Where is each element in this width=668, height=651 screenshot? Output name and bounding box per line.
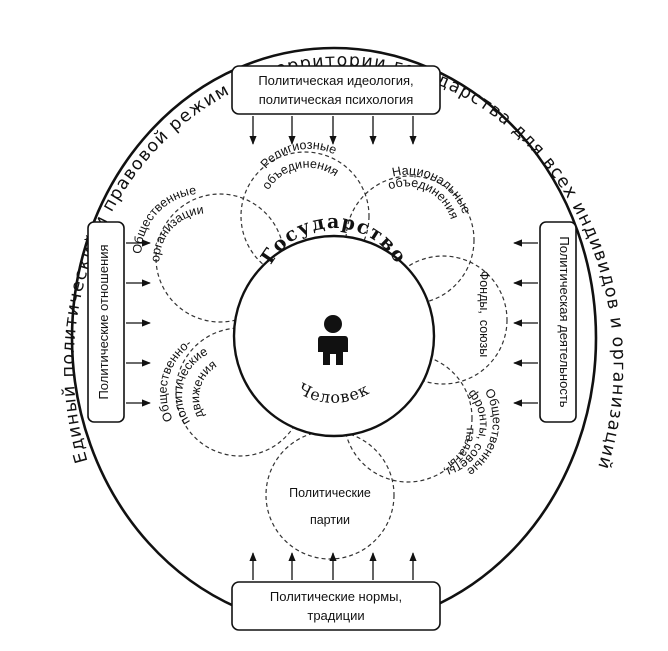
person-icon — [318, 315, 348, 365]
petal-funds — [378, 255, 508, 385]
petal-parties-label-2: партии — [310, 513, 350, 527]
ideology-box — [231, 65, 441, 115]
norms-box-line2: традиции — [307, 608, 364, 623]
petal-parties-label-1: Политические — [289, 486, 371, 500]
right-arrows — [513, 239, 538, 407]
petal-funds-label: Фонды,союзы — [477, 271, 491, 358]
norms-box — [231, 581, 441, 631]
ideology-box-line2: политическая психология — [259, 92, 414, 107]
left-arrows — [126, 239, 151, 407]
norms-box-line1: Политические нормы, — [270, 589, 402, 604]
ideology-box-line1: Политическая идеология, — [258, 73, 413, 88]
relations-box-label: Политические отношения — [96, 244, 111, 399]
relations-box — [87, 221, 125, 423]
activity-box — [539, 221, 577, 423]
top-arrows — [249, 116, 417, 145]
bottom-arrows — [249, 552, 417, 580]
activity-box-label: Политическая деятельность — [557, 236, 572, 407]
